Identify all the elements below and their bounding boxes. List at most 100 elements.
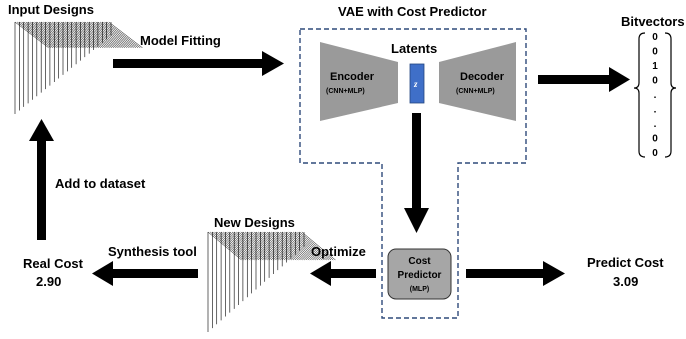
tree-edge <box>23 21 58 48</box>
add-to-dataset-arrow <box>29 119 54 240</box>
synthesis-tool-label: Synthesis tool <box>108 244 197 259</box>
add-to-dataset-label: Add to dataset <box>55 176 146 191</box>
tree-edge <box>73 21 108 48</box>
latents-label: Latents <box>391 41 437 56</box>
tree-edge <box>67 21 102 48</box>
tree-edge <box>38 21 73 48</box>
tree-edge <box>301 231 336 261</box>
tree-edge <box>240 231 275 261</box>
tree-edge <box>75 21 110 48</box>
input-designs-label: Input Designs <box>8 2 94 17</box>
model-fitting-arrow <box>113 51 284 76</box>
real-cost-value: 2.90 <box>36 274 61 289</box>
tree-edge <box>51 21 86 48</box>
cost-predictor-sublabel: (MLP) <box>410 286 429 293</box>
tree-edge <box>30 21 65 48</box>
bitvector-entry: 0 <box>652 32 658 43</box>
latent-z-symbol: z <box>413 79 418 89</box>
tree-edge <box>80 21 115 48</box>
tree-edge <box>45 21 80 48</box>
tree-edge <box>86 21 121 48</box>
tree-edge <box>97 21 132 48</box>
tree-edge <box>93 21 128 48</box>
tree-edge <box>251 231 286 261</box>
tree-edge <box>106 21 141 48</box>
decoder-label: Decoder <box>460 71 505 83</box>
tree-edge <box>255 231 290 261</box>
tree-edge <box>32 21 67 48</box>
bitvector-entry: 0 <box>652 148 658 159</box>
tree-edge <box>212 231 247 261</box>
bitvector-entry: 0 <box>652 47 658 58</box>
bitvectors-label: Bitvectors <box>621 14 685 29</box>
tree-edge <box>258 231 292 261</box>
tree-edge <box>41 21 75 48</box>
tree-edge <box>84 21 119 48</box>
tree-edge <box>220 231 255 261</box>
decoder-to-bitvectors-arrow <box>538 67 630 92</box>
tree-edge <box>253 231 288 261</box>
tree-edge <box>264 231 299 261</box>
input-designs-graphic <box>14 21 143 114</box>
decoder-sublabel: (CNN+MLP) <box>456 88 495 95</box>
tree-edge <box>238 231 273 261</box>
tree-edge <box>89 21 123 48</box>
tree-edge <box>21 21 56 48</box>
tree-edge <box>218 231 253 261</box>
tree-edge <box>249 231 284 261</box>
tree-edge <box>284 231 319 261</box>
encoder-sublabel: (CNN+MLP) <box>326 88 365 95</box>
model-fitting-label: Model Fitting <box>140 33 221 48</box>
encoder-block <box>320 42 398 121</box>
tree-edge <box>299 231 334 261</box>
tree-edge <box>273 231 308 261</box>
tree-edge <box>286 231 321 261</box>
tree-edge <box>271 231 306 261</box>
tree-edge <box>60 21 95 48</box>
vae-title: VAE with Cost Predictor <box>338 4 487 19</box>
tree-edge <box>247 231 282 261</box>
tree-edge <box>210 231 244 261</box>
tree-edge <box>282 231 316 261</box>
tree-edge <box>227 231 262 261</box>
tree-edge <box>290 231 325 261</box>
tree-edge <box>95 21 130 48</box>
tree-edge <box>91 21 126 48</box>
decoder-block <box>439 42 516 121</box>
tree-edge <box>236 231 271 261</box>
tree-edge <box>260 231 295 261</box>
tree-edge <box>216 231 251 261</box>
tree-edge <box>65 21 99 48</box>
tree-edge <box>62 21 97 48</box>
tree-edge <box>34 21 69 48</box>
tree-edge <box>234 231 268 261</box>
tree-edge <box>288 231 323 261</box>
tree-edge <box>292 231 327 261</box>
bitvector-entry: . <box>654 119 657 130</box>
synthesis-tool-arrow <box>92 261 198 286</box>
optimize-label: Optimize <box>311 244 366 259</box>
tree-edge <box>36 21 71 48</box>
tree-edge <box>266 231 301 261</box>
tree-edge <box>102 21 137 48</box>
tree-edge <box>14 21 49 48</box>
tree-edge <box>99 21 134 48</box>
tree-edge <box>207 231 242 261</box>
bitvector-left-brace <box>633 32 646 158</box>
tree-edge <box>279 231 314 261</box>
latent-to-predictor-arrow <box>404 113 429 233</box>
optimize-arrow <box>310 261 376 286</box>
predict-cost-label: Predict Cost <box>587 255 664 270</box>
tree-edge <box>297 231 332 261</box>
tree-edge <box>268 231 303 261</box>
tree-edge <box>47 21 82 48</box>
tree-edge <box>19 21 54 48</box>
real-cost-label: Real Cost <box>23 256 84 271</box>
bitvector-right-brace <box>664 32 677 158</box>
cost-predictor-label-line2: Predictor <box>398 270 442 281</box>
bitvector-entry: 0 <box>652 134 658 145</box>
bitvector-entry: 0 <box>652 76 658 87</box>
new-designs-label: New Designs <box>214 215 295 230</box>
tree-edge <box>229 231 264 261</box>
tree-edge <box>58 21 93 48</box>
